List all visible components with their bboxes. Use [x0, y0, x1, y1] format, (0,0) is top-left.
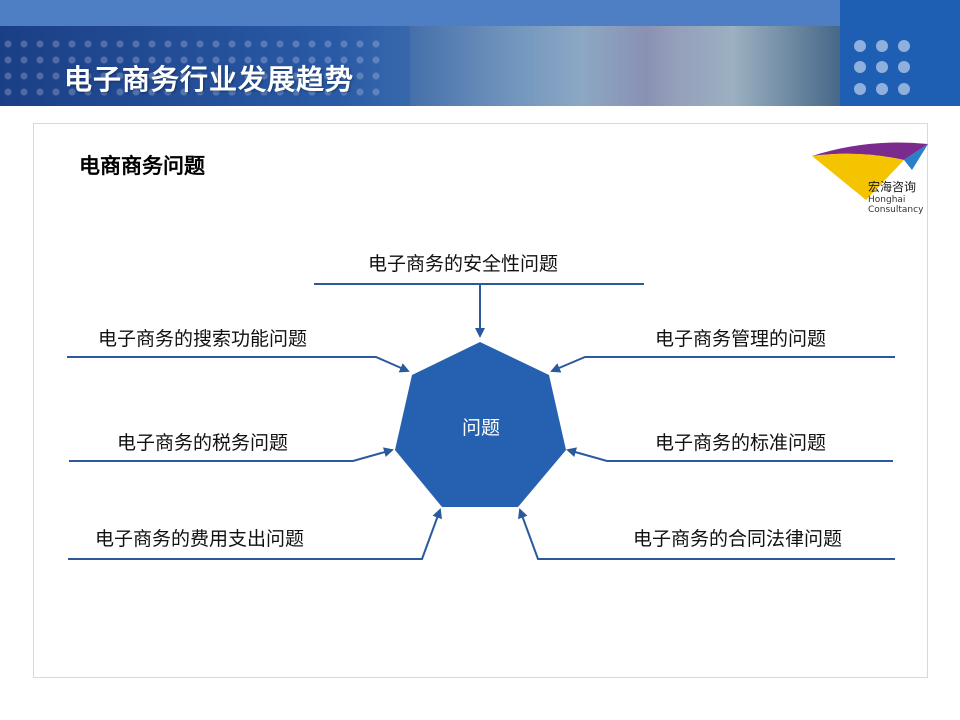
connector-right3	[518, 508, 895, 560]
label-top: 电子商务的安全性问题	[368, 253, 559, 275]
label-right2: 电子商务的标准问题	[655, 432, 827, 454]
label-left2: 电子商务的税务问题	[117, 432, 289, 454]
center-label: 问题	[461, 417, 500, 439]
connector-left2	[69, 447, 394, 462]
banner-dot-grid-icon	[854, 40, 916, 96]
connector-left3	[68, 508, 442, 560]
connector-right1	[550, 356, 895, 373]
label-left3: 电子商务的费用支出问题	[95, 528, 305, 550]
connector-left1	[67, 356, 410, 373]
banner-strip	[0, 0, 840, 26]
page-title: 电子商务行业发展趋势	[64, 63, 355, 96]
label-left1: 电子商务的搜索功能问题	[98, 328, 308, 350]
logo-name-en: Honghai Consultancy	[868, 195, 924, 215]
banner-photo	[410, 26, 840, 106]
center-heptagon	[395, 342, 566, 507]
slide-subtitle: 电商商务问题	[79, 154, 205, 178]
company-logo-icon	[812, 142, 928, 200]
label-right1: 电子商务管理的问题	[655, 328, 827, 350]
banner-pattern	[0, 36, 380, 96]
connector-right2	[566, 447, 893, 462]
header-banner: 电子商务行业发展趋势	[0, 0, 960, 106]
label-right3: 电子商务的合同法律问题	[633, 528, 843, 550]
logo-name-cn: 宏海咨询	[868, 180, 917, 194]
